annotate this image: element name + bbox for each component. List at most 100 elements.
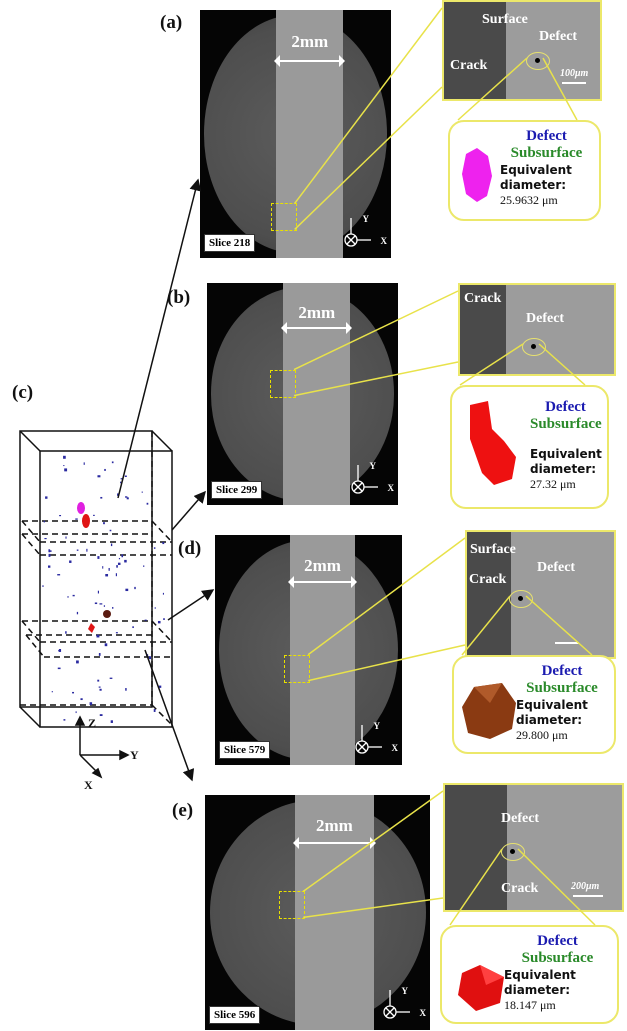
zoom-region-box: [270, 369, 297, 398]
slice-number-label: Slice 596: [209, 1006, 261, 1024]
ct-slice-image-a: 2mm Slice 218 Y X: [200, 10, 391, 258]
callout-eq-label: Equivalent: [504, 968, 576, 982]
panel-a-label: (a): [160, 12, 183, 33]
zoom-region-box: [284, 654, 311, 683]
axis-y-label: Y: [369, 461, 377, 471]
scalebar: [573, 895, 603, 897]
axis-y-label: Y: [362, 214, 370, 224]
axis-x-label: X: [380, 236, 388, 246]
slice-number-label: Slice 218: [204, 234, 256, 252]
xy-axes-icon: [351, 465, 378, 494]
axis-x-label: X: [391, 743, 399, 753]
defect-callout-e: Defect Subsurface Equivalent diameter: 1…: [440, 925, 619, 1024]
defect-callout-b: Defect Subsurface Equivalent diameter: 2…: [450, 385, 609, 509]
box-front-face: [39, 450, 173, 728]
callout-eq-label: Equivalent: [500, 163, 572, 177]
defect-circle-marker: [522, 338, 546, 356]
scale-label: 2mm: [298, 302, 336, 322]
xy-axes-icon: [355, 725, 382, 754]
xyz-axes-icon: [74, 715, 130, 779]
callout-diameter-value: 29.800 μm: [516, 728, 568, 742]
callout-diameter-label: diameter:: [530, 462, 597, 476]
callout-type: Subsurface: [530, 416, 602, 432]
callout-title: Defect: [526, 128, 567, 144]
defect-circle-marker: [509, 590, 533, 608]
callout-type: Subsurface: [526, 680, 598, 696]
scalebar-label: 200μm: [571, 881, 600, 892]
axis-y-label: Y: [130, 748, 139, 762]
axis-y-label: Y: [373, 721, 381, 731]
scalebar: [562, 82, 586, 84]
callout-diameter-value: 25.9632 μm: [500, 193, 558, 207]
defect-dot: [535, 58, 540, 63]
inset-label-crack: Crack: [501, 881, 539, 896]
callout-title: Defect: [541, 663, 583, 679]
defect-d-marker: [103, 610, 111, 618]
axis-x-label: X: [84, 778, 93, 792]
panel-c-label: (c): [12, 382, 34, 403]
axis-x-label: X: [387, 483, 395, 493]
ct-slice-image-d: 2mm Slice 579 Y X: [215, 535, 402, 765]
inset-label-defect: Defect: [539, 29, 578, 44]
panel-d-label: (d): [178, 538, 202, 559]
inset-label-surface: Surface: [482, 12, 528, 27]
inset-label-defect: Defect: [526, 311, 565, 326]
slice-planes: [20, 431, 173, 726]
inset-label-crack: Crack: [464, 291, 502, 306]
scale-label: 2mm: [291, 32, 329, 52]
double-arrow-icon: [293, 837, 376, 849]
double-arrow-icon: [287, 576, 358, 588]
scalebar: [555, 642, 579, 644]
inset-label-crack: Crack: [450, 58, 488, 73]
defect-dot: [518, 596, 523, 601]
pore-points: [42, 455, 165, 723]
callout-type: Subsurface: [521, 950, 594, 966]
inset-bright-region: [506, 285, 614, 374]
defect-a-marker: [77, 502, 85, 514]
slice-number-label: Slice 299: [211, 481, 263, 499]
inset-label-defect: Defect: [501, 811, 540, 826]
callout-diameter-label: diameter:: [504, 983, 571, 997]
callout-diameter-label: diameter:: [516, 713, 583, 727]
callout-diameter-label: diameter:: [500, 178, 567, 192]
callout-eq-label: Equivalent: [530, 447, 602, 461]
xy-axes-icon: [383, 990, 410, 1019]
inset-label-surface: Surface: [470, 542, 516, 557]
callout-diameter-value: 27.32 μm: [530, 477, 576, 491]
scale-label: 2mm: [315, 816, 353, 836]
defect-circle-marker: [501, 843, 525, 861]
defect-callout-a: Defect Subsurface Equivalent diameter: 2…: [448, 120, 601, 221]
callout-eq-label: Equivalent: [516, 698, 588, 712]
axis-z-label: Z: [88, 716, 97, 730]
ct-slice-image-e: 2mm Slice 596 Y X: [205, 795, 430, 1030]
inset-label-defect: Defect: [537, 560, 576, 575]
callout-title: Defect: [537, 933, 578, 949]
defect-e-marker: [88, 623, 95, 633]
scalebar-label: 100μm: [560, 68, 589, 79]
callout-diameter-value: 18.147 μm: [504, 998, 556, 1012]
scale-label: 2mm: [304, 555, 341, 575]
zoom-region-box: [279, 891, 306, 920]
panel-e-label: (e): [172, 800, 194, 821]
specimen-3d-box: [19, 430, 173, 728]
defect-b-marker: [82, 514, 90, 528]
inset-label-crack: Crack: [469, 572, 507, 587]
axis-y-label: Y: [401, 986, 409, 996]
defect-dot: [510, 849, 515, 854]
axis-x-label: X: [419, 1008, 427, 1018]
zoom-region-box: [270, 203, 297, 232]
defect-callout-d: Defect Subsurface Equivalent diameter: 2…: [452, 655, 616, 754]
box-back-face: [19, 430, 153, 708]
panel-b-label: (b): [167, 287, 191, 308]
defect-dot: [531, 344, 536, 349]
callout-title: Defect: [545, 399, 586, 415]
slice-number-label: Slice 579: [219, 741, 271, 759]
defect-circle-marker: [526, 52, 550, 70]
callout-type: Subsurface: [510, 145, 583, 161]
ct-slice-image-b: 2mm Slice 299 Y X: [207, 283, 398, 505]
double-arrow-icon: [274, 54, 346, 67]
